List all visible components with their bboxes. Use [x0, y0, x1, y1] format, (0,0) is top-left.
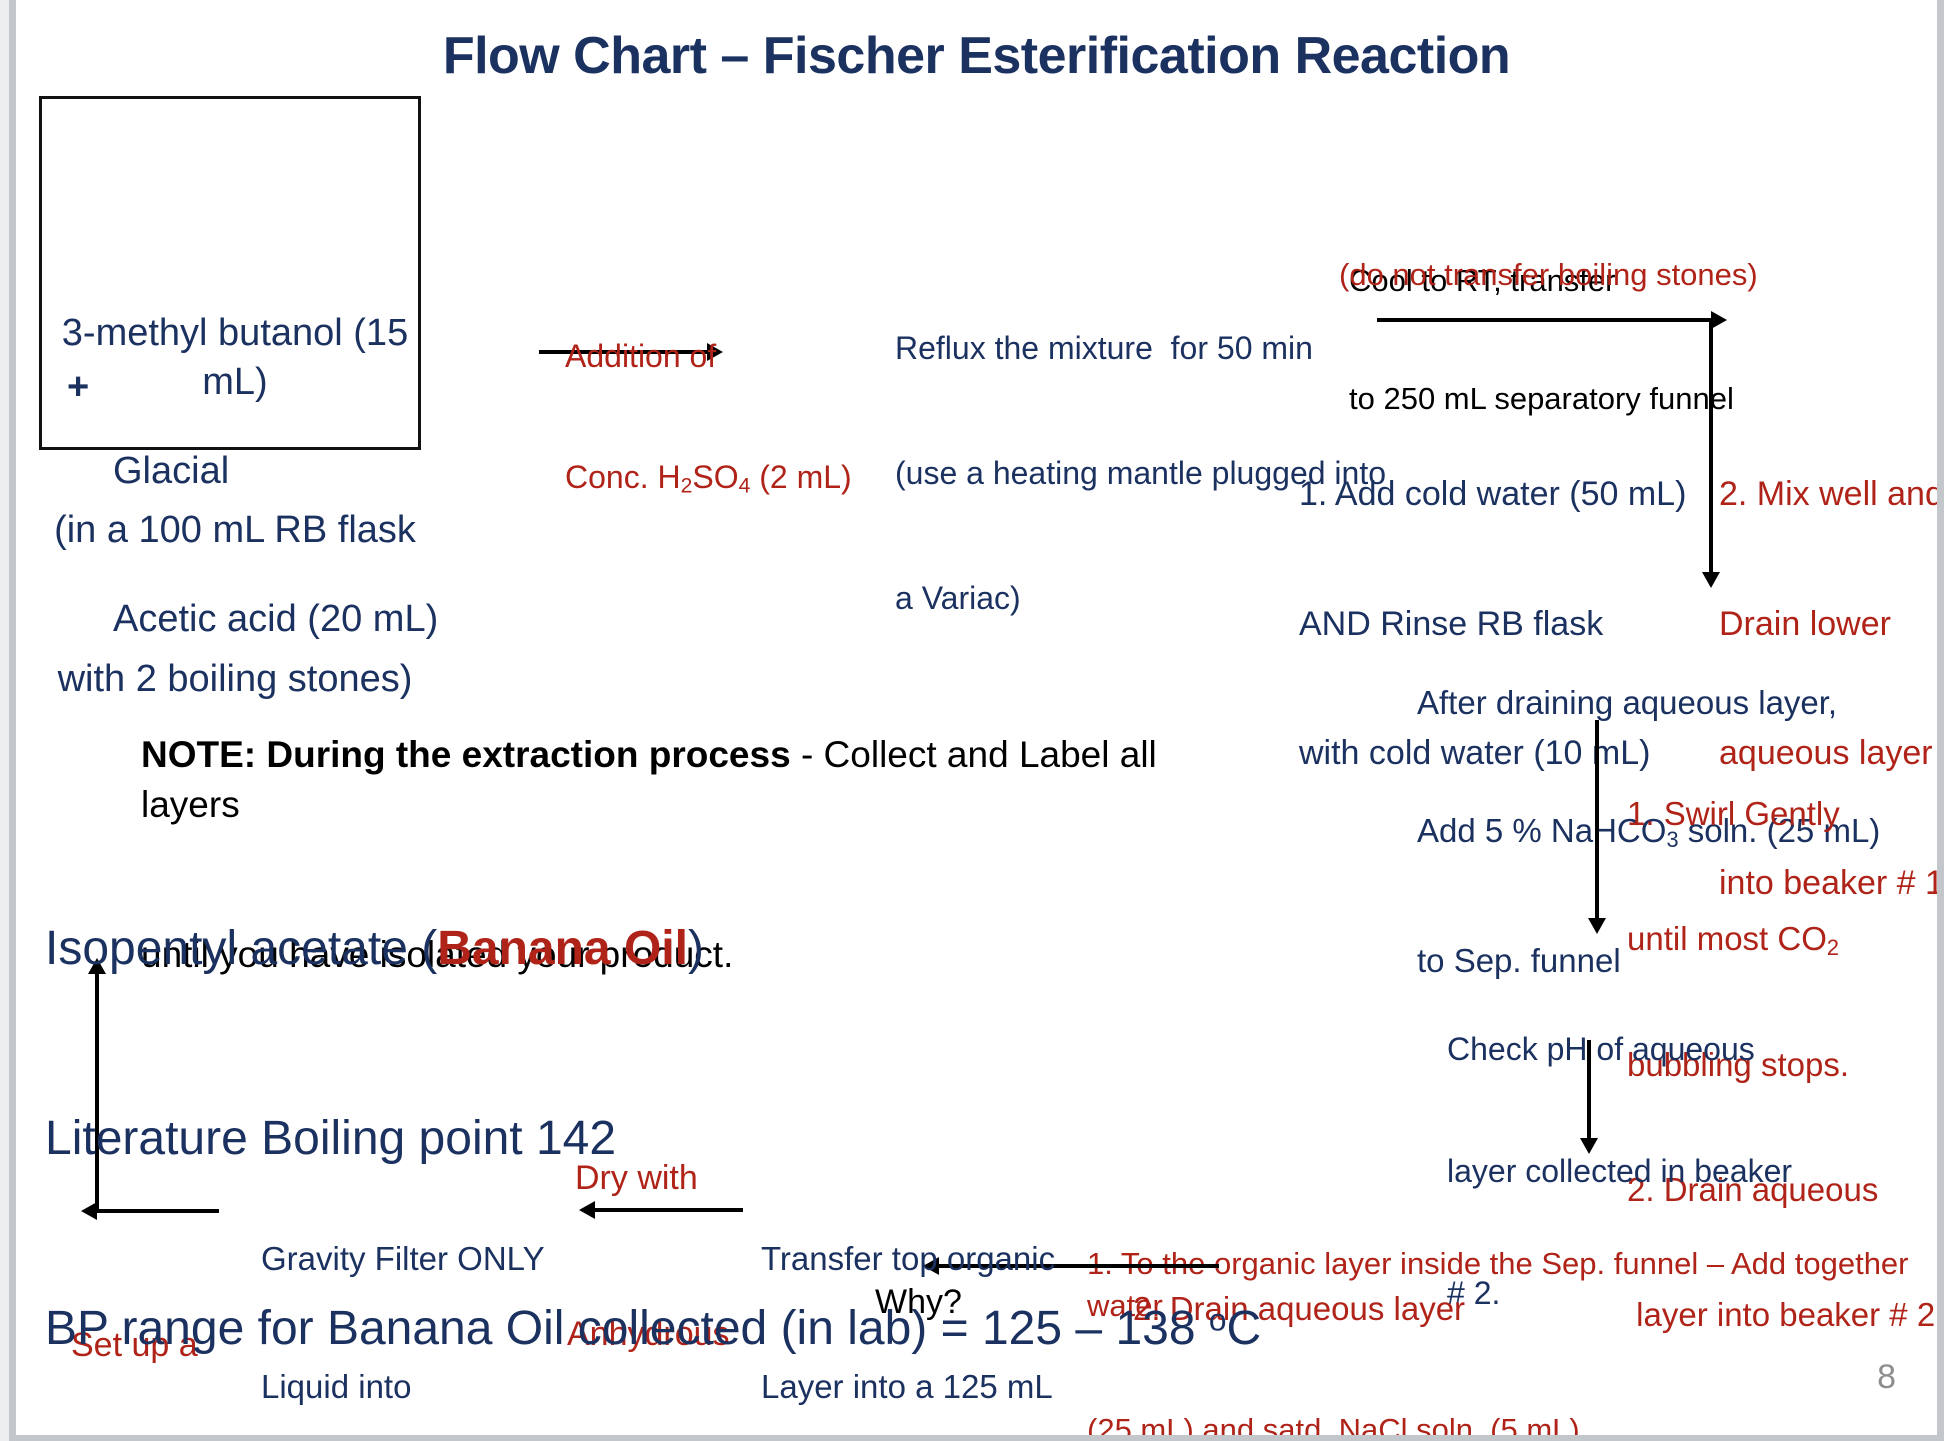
arrow-drain2-head — [923, 1257, 939, 1275]
note-line-2: until you have isolated your product. — [141, 933, 734, 975]
reactant-line-3: with 2 boiling stones) — [57, 657, 413, 700]
arrow-drain1-head — [1702, 572, 1720, 588]
reactant-acid-text: Glacial Acetic acid (20 mL) — [113, 348, 438, 743]
swirl-line-4: 2. Drain aqueous — [1627, 1171, 1879, 1208]
arrow-ph-to-nacl-head — [1580, 1138, 1598, 1154]
reactant-line-1: 3-methyl butanol (15 mL) — [61, 311, 419, 404]
arrow-transfer-line — [1377, 318, 1711, 322]
transfer-line-2: Layer into a 125 mL — [761, 1368, 1053, 1406]
ph-line-1: Check pH of aqueous — [1447, 1031, 1755, 1068]
product-line-2: Literature Boiling point 142 — [45, 1111, 617, 1165]
arrow-ph-to-nacl-line — [1587, 1040, 1591, 1140]
transfer-organic-label: Transfer top organic Layer into a 125 mL… — [761, 1152, 1055, 1441]
swirl-line-1: 1. Swirl Gently — [1627, 795, 1840, 833]
arrow-dry-head — [579, 1201, 595, 1219]
product-block: Isopentyl acetate (Banana Oil) Literatur… — [45, 790, 1261, 1441]
distill-line-1: Set up a — [71, 1326, 198, 1365]
arrow-to-distillation-head — [81, 1202, 97, 1220]
banana-oil-highlight: Banana Oil — [437, 921, 688, 975]
note-block: NOTE: During the extraction process - Co… — [141, 630, 1161, 1079]
note-bold-part: NOTE: During the extraction process — [141, 733, 791, 775]
reactant-line-2: (in a 100 mL RB flask — [54, 509, 416, 552]
cool-line-2: to 250 mL separatory funnel — [1349, 380, 1734, 416]
mix-drain-line-3: aqueous layer — [1719, 734, 1933, 773]
gravity-line-2: Liquid into — [261, 1368, 412, 1406]
cold-water-line-3: with cold water (10 mL) — [1299, 734, 1651, 773]
gravity-line-1: Gravity Filter ONLY — [261, 1239, 545, 1277]
nahco3-line-2: Add 5 % NaHCO3 soln. (25 mL) — [1417, 812, 1881, 853]
addition-line-2: Conc. H2SO4 (2 mL) — [565, 458, 852, 498]
reactant-line-5: Acetic acid (20 mL) — [113, 597, 439, 640]
why-label: Why? — [875, 1283, 962, 1321]
check-ph-label: Check pH of aqueous layer collected in b… — [1447, 948, 1792, 1395]
mix-drain-line-2: Drain lower — [1719, 604, 1891, 643]
swirl-label: 1. Swirl Gently until most CO2 bubbling … — [1627, 710, 1935, 1418]
drain-aqueous-label: 2. Drain aqueous layer — [1133, 1290, 1466, 1327]
reactant-line-4: Glacial — [113, 449, 230, 492]
nahco3-line-1: After draining aqueous layer, — [1417, 683, 1838, 721]
swirl-line-5: layer into beaker # 2 — [1627, 1295, 1936, 1333]
nahco3-line-3: to Sep. funnel — [1417, 942, 1621, 980]
addition-label: Addition of Conc. H2SO4 (2 mL) — [565, 255, 852, 580]
mix-drain-label: 2. Mix well and Drain lower aqueous laye… — [1719, 387, 1944, 991]
arrow-distill-up-head — [88, 958, 106, 974]
arrow-swirl-line — [1595, 720, 1599, 920]
cold-water-line-1: 1. Add cold water (50 mL) — [1299, 475, 1687, 514]
swirl-line-2: until most CO2 — [1627, 919, 1839, 960]
arrow-drain2-line — [939, 1264, 1219, 1268]
product-line-3: BP range for Banana Oil collected (in la… — [45, 1301, 1262, 1355]
addition-line-1: Addition of — [565, 337, 717, 374]
arrow-to-distillation-line — [97, 1209, 219, 1213]
page-title: Flow Chart – Fischer Esterification Reac… — [442, 27, 1511, 85]
ph-line-2: layer collected in beaker — [1447, 1153, 1793, 1190]
reflux-line-1: Reflux the mixture for 50 min — [895, 330, 1313, 367]
dry-with-label: Anhydrous CaCl2 pellets — [567, 1228, 763, 1441]
cool-to-rt-label: Cool to RT, transfer to 250 mL separator… — [1349, 182, 1734, 497]
reflux-line-3: a Variac) — [895, 579, 1021, 616]
dry-line-2: Anhydrous — [567, 1315, 730, 1353]
reflux-label: Reflux the mixture for 50 min (use a hea… — [895, 245, 1386, 703]
arrow-transfer-head — [1711, 311, 1727, 329]
arrow-dry-line — [595, 1208, 743, 1212]
ph-line-3: # 2. — [1447, 1275, 1501, 1311]
note-rest-part: - Collect and Label all layers — [141, 733, 1168, 825]
arrow-addition-head — [707, 343, 723, 361]
transfer-line-1: Transfer top organic — [761, 1239, 1056, 1277]
arrow-distill-up-line — [95, 972, 99, 1211]
cold-water-line-2: AND Rinse RB flask — [1299, 604, 1604, 643]
arrow-addition-line — [539, 350, 707, 354]
reactant-alcohol-text: 3-methyl butanol (15 mL) (in a 100 mL RB… — [49, 210, 421, 803]
slide-frame-bottom — [9, 1435, 1944, 1441]
swirl-line-3: bubbling stops. — [1627, 1046, 1849, 1084]
reactant-box — [39, 96, 421, 450]
page-number: 8 — [1877, 1357, 1896, 1396]
product-line-1: Isopentyl acetate (Banana Oil) — [45, 921, 704, 975]
cool-warning-label: (do not transfer boiling stones) — [1339, 257, 1758, 292]
dry-with-line-1: Dry with — [575, 1159, 698, 1197]
distillation-label: Set up a Simple Distillation — [71, 1238, 226, 1441]
nacl-line-1: 1. To the organic layer inside the Sep. … — [1087, 1246, 1918, 1323]
cool-line-1: Cool to RT, transfer — [1349, 262, 1616, 298]
gravity-filter-label: Gravity Filter ONLY Liquid into 25 mL RB… — [261, 1152, 555, 1441]
note-line-1: NOTE: During the extraction process - Co… — [141, 730, 1161, 830]
mix-drain-line-1: 2. Mix well and — [1719, 475, 1944, 514]
reflux-line-2: (use a heating mantle plugged into — [895, 454, 1387, 491]
arrow-drain1-line — [1709, 320, 1713, 574]
arrow-swirl-head — [1588, 918, 1606, 934]
plus-sign: + — [67, 366, 90, 408]
nahco3-label: After draining aqueous layer, Add 5 % Na… — [1417, 596, 1880, 1069]
cold-water-label: 1. Add cold water (50 mL) AND Rinse RB f… — [1299, 387, 1686, 862]
mix-drain-line-4: into beaker # 1 — [1719, 863, 1944, 902]
